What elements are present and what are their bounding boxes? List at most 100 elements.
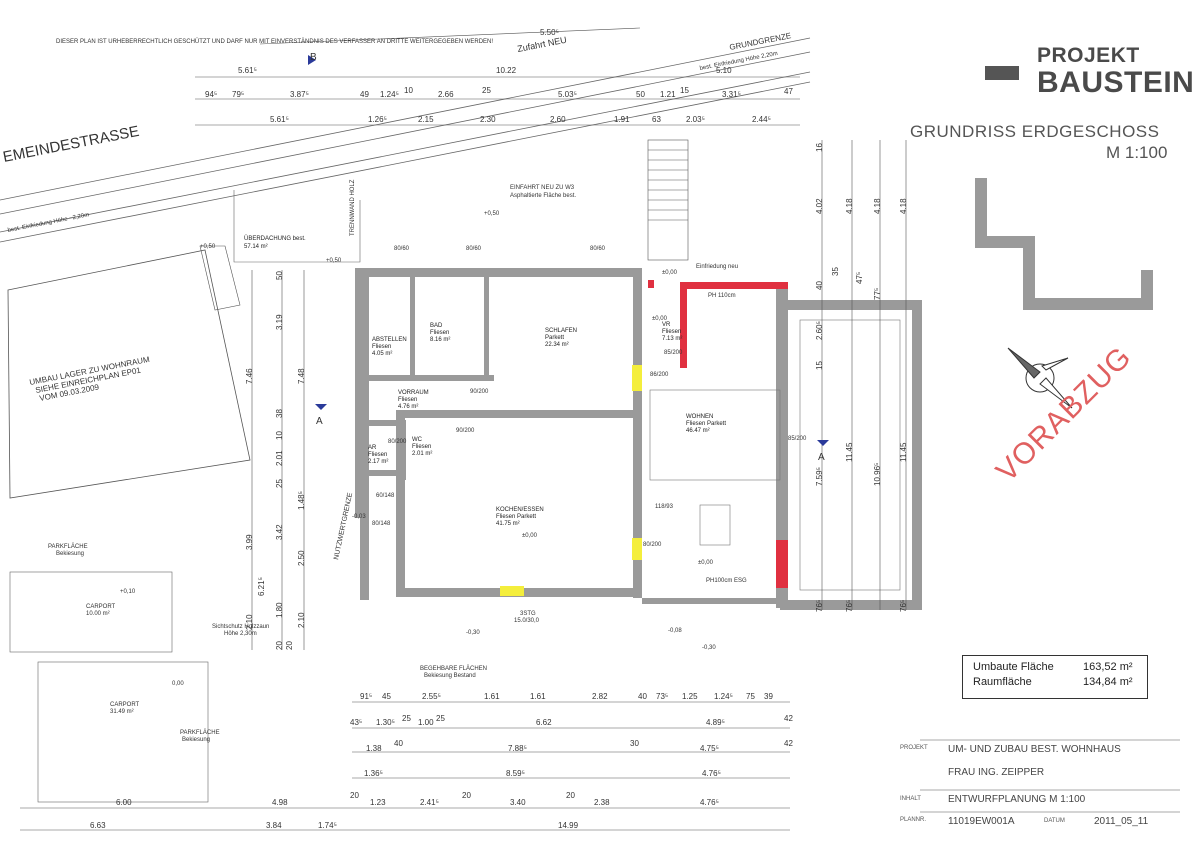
sichtschutz-line2: Höhe 2,30m xyxy=(224,631,257,637)
level-label: ±0,00 xyxy=(522,533,538,539)
level-label: 0,00 xyxy=(172,681,184,687)
level-label: -0,08 xyxy=(668,628,682,634)
door-highlights xyxy=(500,365,642,596)
dim: 25 xyxy=(436,714,445,723)
door-label: 86/200 xyxy=(650,372,669,378)
dim: 76⁵ xyxy=(899,600,908,612)
room-finish: Parkett xyxy=(545,335,564,341)
dim: 25 xyxy=(482,86,491,95)
stair-top xyxy=(647,139,689,261)
room-area: 46.47 m² xyxy=(686,428,710,434)
dim: 10.22 xyxy=(496,66,517,75)
north-arrow-icon xyxy=(1007,347,1073,409)
walls-extension xyxy=(642,288,922,610)
dim: 6.62 xyxy=(536,718,552,727)
room-name: VORRAUM xyxy=(398,390,429,396)
dim: 91⁵ xyxy=(360,692,372,701)
door-label: 80/200 xyxy=(643,542,662,548)
dim: 45 xyxy=(382,692,391,701)
plan-scale: M 1:100 xyxy=(1106,143,1168,162)
dim: 4.18 xyxy=(899,198,908,214)
section-markers xyxy=(308,55,829,446)
room-name: WOHNEN xyxy=(686,414,713,420)
dim: 6.21⁵ xyxy=(257,577,266,596)
dim: 1.21 xyxy=(660,90,676,99)
dim: 1.24⁵ xyxy=(380,90,399,99)
dim: 1.24⁵ xyxy=(714,692,733,701)
dim: 20 xyxy=(275,641,284,650)
door-label: 80/148 xyxy=(372,521,391,527)
dim: 1.25 xyxy=(682,692,698,701)
area-summary: Umbaute Fläche 163,52 m² Raumfläche 134,… xyxy=(962,655,1148,699)
dim: 42 xyxy=(784,739,793,748)
dim: 77⁵ xyxy=(873,288,882,300)
room-finish: Fliesen xyxy=(372,344,391,350)
dim: 6.00 xyxy=(116,798,132,807)
parkflaeche1-sub: Bekiesung xyxy=(56,551,84,557)
tb-projekt-label: PROJEKT xyxy=(900,745,928,751)
room-name: AR xyxy=(368,445,377,451)
section-a-left: A xyxy=(316,416,323,427)
dim: 50 xyxy=(636,90,645,99)
begehbare-line1: BEGEHBARE FLÄCHEN xyxy=(420,665,487,672)
dim: 25 xyxy=(275,479,284,488)
top-dimension-lines xyxy=(195,27,800,126)
dim: 11.45 xyxy=(899,442,908,462)
carport1-area: 10.00 m² xyxy=(86,611,110,617)
dim: 1.23 xyxy=(370,798,386,807)
dim: 4.18 xyxy=(873,198,882,214)
room-finish: Fliesen xyxy=(412,444,431,450)
dim: 5.61⁵ xyxy=(270,115,289,124)
dim: 3.42 xyxy=(275,524,284,540)
dim: 1.38 xyxy=(366,744,382,753)
door-label: 118/93 xyxy=(655,504,674,510)
dim: 38 xyxy=(275,409,284,418)
dim: 49 xyxy=(360,90,369,99)
bottom-dimension-lines xyxy=(20,701,790,831)
ueberdachung-outline xyxy=(233,190,361,263)
dim: 1.80 xyxy=(275,602,284,618)
door-label: 85/200 xyxy=(664,350,683,356)
dim: 20 xyxy=(350,791,359,800)
dim: 2.15 xyxy=(418,115,434,124)
room-area: 2.01 m² xyxy=(412,451,432,457)
room-labels: ABSTELLEN Fliesen 4.05 m² BAD Fliesen 8.… xyxy=(368,322,726,527)
dim: 5.61⁵ xyxy=(238,66,257,75)
dim: 2.38 xyxy=(594,798,610,807)
dim: 3.84 xyxy=(266,821,282,830)
ph100-label: PH100cm ESG xyxy=(706,578,747,584)
dim: 2.41⁵ xyxy=(420,798,439,807)
dim: 2.60⁵ xyxy=(815,321,824,340)
door-label: 80/60 xyxy=(394,246,410,252)
dim: 4.18 xyxy=(845,198,854,214)
tb-inhalt-label: INHALT xyxy=(900,796,921,802)
dim: 6.63 xyxy=(90,821,106,830)
dim: 1.61 xyxy=(484,692,500,701)
tb-datum-label: DATUM xyxy=(1044,818,1065,824)
dim: 3.99 xyxy=(245,534,254,550)
brand-bar xyxy=(985,66,1019,80)
door-label: 80/200 xyxy=(388,439,407,445)
tb-projekt-line2: FRAU ING. ZEIPPER xyxy=(948,767,1045,778)
dim: 1.30⁵ xyxy=(376,718,395,727)
dim: 76⁵ xyxy=(845,600,854,612)
door-label: 85/200 xyxy=(788,436,807,442)
dim: 1.91 xyxy=(614,115,630,124)
ueberdachung-area: 57.14 m² xyxy=(244,244,268,250)
carports xyxy=(9,571,209,803)
level-label: -0,30 xyxy=(702,645,716,651)
right-dimensions: 16 4.02 4.18 4.18 4.18 35 47⁵ 40 77⁵ 2.6… xyxy=(815,143,908,612)
dim: 2.44⁵ xyxy=(752,115,771,124)
level-label: +0,50 xyxy=(484,211,500,217)
dim: 3.31⁵ xyxy=(722,90,741,99)
copyright-note: DIESER PLAN IST URHEBERRECHTLICH GESCHÜT… xyxy=(56,38,493,45)
grundgrenze-label: GRUNDGRENZE xyxy=(729,31,792,52)
tb-datum: 2011_05_11 xyxy=(1094,816,1149,827)
begehbare-line2: Bekiesung Bestand xyxy=(424,673,476,679)
dim: 40 xyxy=(815,281,824,290)
door-label: 90/200 xyxy=(456,428,475,434)
dim: 1.61 xyxy=(530,692,546,701)
einfahrt-line2: Asphaltierte Fläche best. xyxy=(510,193,576,199)
carport2: CARPORT xyxy=(110,702,140,708)
room-finish: Fliesen Parkett xyxy=(496,514,536,520)
